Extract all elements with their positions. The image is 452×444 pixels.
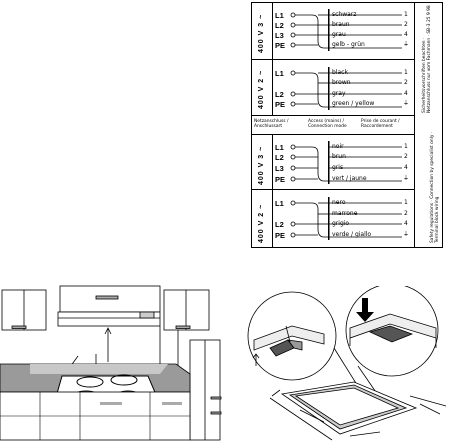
wire-color-label: noir bbox=[332, 143, 344, 150]
wire-color-label: green / yellow bbox=[332, 100, 375, 107]
terminal-number: 4 bbox=[404, 90, 408, 97]
terminal-label: L1 bbox=[275, 199, 284, 208]
terminal-label: L2 bbox=[275, 153, 284, 162]
terminal-number: 1 bbox=[404, 11, 408, 18]
ground-symbol: ⏚ bbox=[403, 41, 410, 48]
kitchen-installation-illustration bbox=[0, 285, 222, 441]
wire-color-label: black bbox=[332, 69, 348, 76]
wire-color-label: gris bbox=[332, 164, 344, 171]
terminal-number: 2 bbox=[404, 210, 408, 217]
terminal-label: L1 bbox=[275, 11, 284, 20]
wire-color-label: brown bbox=[332, 79, 351, 86]
wire-color-label: marrone bbox=[332, 210, 358, 217]
ground-symbol: ⏚ bbox=[403, 100, 410, 107]
wire-color-label: brun bbox=[332, 153, 346, 160]
wire-color-label: verde / giallo bbox=[332, 231, 372, 238]
wire-color-label: grigio bbox=[332, 220, 350, 227]
terminal-label: PE bbox=[275, 231, 286, 240]
terminal-number: 1 bbox=[404, 69, 408, 76]
ground-symbol: ⏚ bbox=[403, 175, 410, 182]
header-col-2: Access (mains) / Connection mode bbox=[308, 119, 347, 129]
section-divider bbox=[252, 189, 414, 191]
terminal-number: 4 bbox=[404, 31, 408, 38]
terminal-number: 1 bbox=[404, 199, 408, 206]
terminal-label: L3 bbox=[275, 31, 284, 40]
terminal-number: 1 bbox=[404, 143, 408, 150]
wiring-chart: Netzanschluss / Anschlussart Access (mai… bbox=[251, 2, 443, 248]
terminal-label: L3 bbox=[275, 164, 284, 173]
hob-cutout-illustration bbox=[247, 286, 447, 441]
terminal-number: 4 bbox=[404, 164, 408, 171]
wire-color-label: vert / jaune bbox=[332, 175, 367, 182]
terminal-label: L2 bbox=[275, 220, 284, 229]
wire-color-label: schwarz bbox=[332, 11, 357, 18]
label-column-divider bbox=[272, 3, 274, 115]
down-arrow-icon bbox=[356, 298, 374, 322]
terminal-label: L2 bbox=[275, 21, 284, 30]
terminal-number: 2 bbox=[404, 79, 408, 86]
terminal-label: PE bbox=[275, 41, 286, 50]
side-strip-divider bbox=[414, 3, 415, 247]
header-col-3: Prise de courant / Raccordement bbox=[361, 119, 400, 129]
wire-color-label: nero bbox=[332, 199, 346, 206]
terminal-number: 4 bbox=[404, 220, 408, 227]
wire-color-label: gray bbox=[332, 90, 346, 97]
wire-color-label: grau bbox=[332, 31, 346, 38]
wire-color-label: braun bbox=[332, 21, 350, 28]
ground-symbol: ⏚ bbox=[403, 231, 410, 238]
label-column-divider bbox=[272, 135, 274, 247]
header-col-1: Netzanschluss / Anschlussart bbox=[254, 119, 289, 129]
terminal-number: 2 bbox=[404, 21, 408, 28]
wire-color-label: gelb - grün bbox=[332, 41, 365, 48]
terminal-label: L1 bbox=[275, 69, 284, 78]
terminal-number: 2 bbox=[404, 153, 408, 160]
terminal-label: PE bbox=[275, 175, 286, 184]
terminal-label: L2 bbox=[275, 90, 284, 99]
terminal-label: PE bbox=[275, 100, 286, 109]
section-divider bbox=[252, 59, 414, 61]
header-strip: Netzanschluss / Anschlussart Access (mai… bbox=[252, 115, 414, 135]
wiring-lines bbox=[290, 9, 402, 240]
terminal-label: L1 bbox=[275, 143, 284, 152]
